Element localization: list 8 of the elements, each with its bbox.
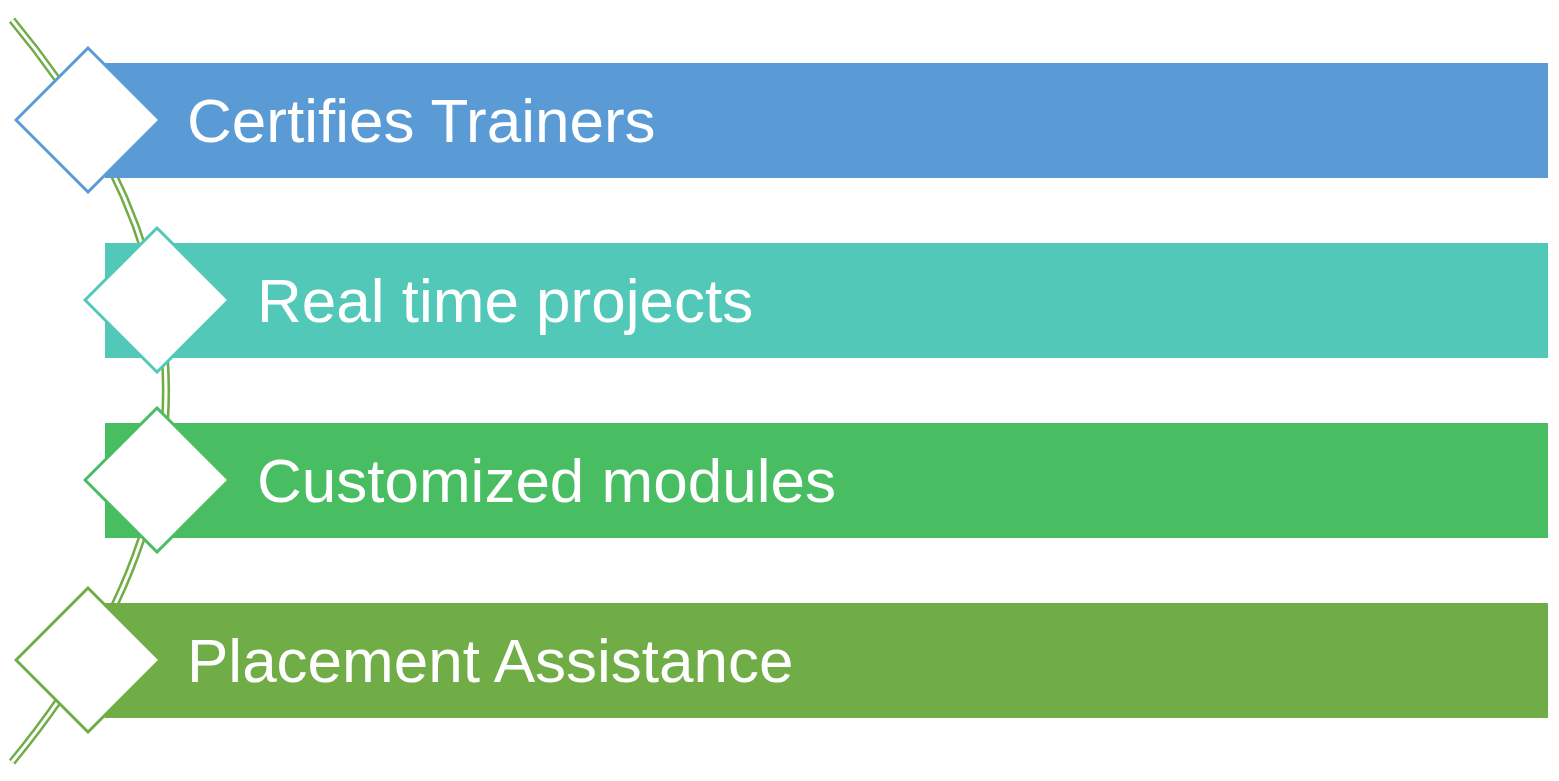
list-bar	[105, 63, 1548, 178]
bar-label: Certifies Trainers	[187, 85, 656, 156]
list-bar	[105, 243, 1548, 358]
bar-label: Placement Assistance	[187, 625, 794, 696]
list-bar	[105, 423, 1548, 538]
bar-label: Customized modules	[257, 445, 836, 516]
list-bar	[105, 603, 1548, 718]
bar-label: Real time projects	[257, 265, 754, 336]
